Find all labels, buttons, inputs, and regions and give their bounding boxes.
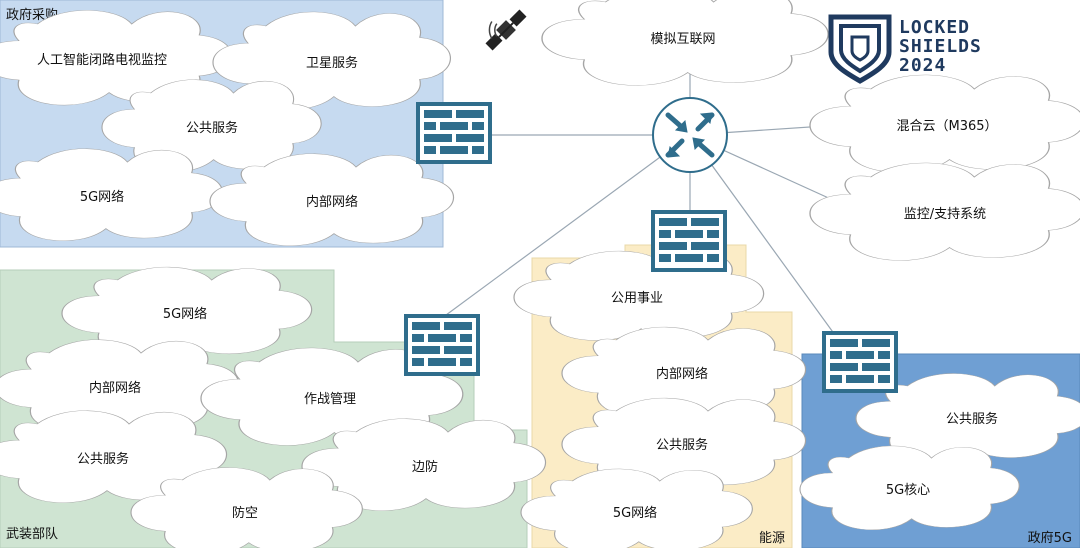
link-router-firewall-gov5g — [689, 134, 836, 336]
svg-text:5G网络: 5G网络 — [613, 505, 657, 521]
cloud-ai-cctv: 人工智能闭路电视监控 — [0, 9, 233, 106]
zone-label-armed-forces: 武装部队 — [6, 527, 58, 542]
zone-label-energy: 能源 — [759, 531, 785, 546]
svg-text:公共服务: 公共服务 — [186, 120, 238, 136]
svg-text:公共服务: 公共服务 — [656, 437, 708, 453]
brand-line-locked: LOCKED — [899, 17, 970, 38]
cloud-procurement-internal-network: 内部网络 — [209, 153, 455, 247]
svg-text:模拟互联网: 模拟互联网 — [650, 32, 715, 47]
firewall-icon-armed-forces — [404, 314, 480, 376]
link-router-firewall-armed-forces — [441, 134, 691, 319]
cloud-gov5g-public-service: 公共服务 — [855, 372, 1080, 461]
svg-text:内部网络: 内部网络 — [89, 380, 141, 396]
svg-text:作战管理: 作战管理 — [304, 392, 356, 407]
cloud-armed-forces-internal-network: 内部网络 — [0, 339, 240, 433]
cloud-air-defense: 防空 — [130, 466, 363, 548]
svg-text:内部网络: 内部网络 — [306, 194, 358, 210]
cloud-border-defense: 边防 — [301, 418, 547, 512]
cloud-energy-5g-network: 5G网络 — [520, 468, 753, 548]
cloud-satellite-service: 卫星服务 — [212, 11, 452, 111]
cloud-energy-internal-network: 内部网络 — [561, 326, 807, 418]
svg-text:5G核心: 5G核心 — [886, 483, 930, 498]
cloud-monitoring-support: 监控/支持系统 — [809, 162, 1080, 262]
cloud-armed-forces-public-service: 公共服务 — [0, 410, 228, 504]
cloud-5g-core: 5G核心 — [799, 445, 1020, 531]
svg-text:5G网络: 5G网络 — [80, 189, 124, 205]
cloud-combat-management: 作战管理 — [200, 347, 464, 447]
svg-text:卫星服务: 卫星服务 — [306, 55, 358, 71]
svg-text:公用事业: 公用事业 — [611, 291, 663, 306]
satellite-icon — [485, 9, 527, 51]
cloud-utilities: 公用事业 — [513, 250, 765, 342]
svg-text:内部网络: 内部网络 — [656, 366, 708, 382]
firewall-icon-energy — [651, 210, 727, 272]
cloud-energy-public-service: 公共服务 — [561, 397, 807, 489]
svg-text:边防: 边防 — [412, 459, 438, 475]
svg-text:混合云（M365）: 混合云（M365） — [896, 119, 997, 134]
cloud-simulated-internet: 模拟互联网 — [541, 0, 829, 87]
svg-text:公共服务: 公共服务 — [946, 411, 998, 427]
firewall-icon-gov5g — [822, 331, 898, 393]
router-icon — [652, 97, 728, 173]
svg-text:防空: 防空 — [232, 505, 258, 521]
svg-text:监控/支持系统: 监控/支持系统 — [904, 207, 986, 222]
svg-text:人工智能闭路电视监控: 人工智能闭路电视监控 — [37, 52, 167, 68]
cloud-procurement-public-service: 公共服务 — [101, 79, 322, 173]
svg-text:5G网络: 5G网络 — [163, 306, 207, 322]
cloud-hybrid-cloud: 混合云（M365） — [809, 74, 1080, 174]
firewall-icon-procurement — [416, 102, 492, 164]
zone-label-government-5g: 政府5G — [1028, 531, 1072, 546]
brand-line-shields: SHIELDS — [899, 36, 982, 57]
cloud-procurement-5g-network: 5G网络 — [0, 148, 224, 242]
locked-shields-logo: LOCKED SHIELDS 2024 — [828, 14, 982, 84]
cloud-armed-forces-5g-network: 5G网络 — [61, 266, 313, 358]
brand-line-year: 2024 — [899, 55, 946, 76]
shield-icon — [828, 14, 892, 84]
svg-text:公共服务: 公共服务 — [77, 451, 129, 467]
